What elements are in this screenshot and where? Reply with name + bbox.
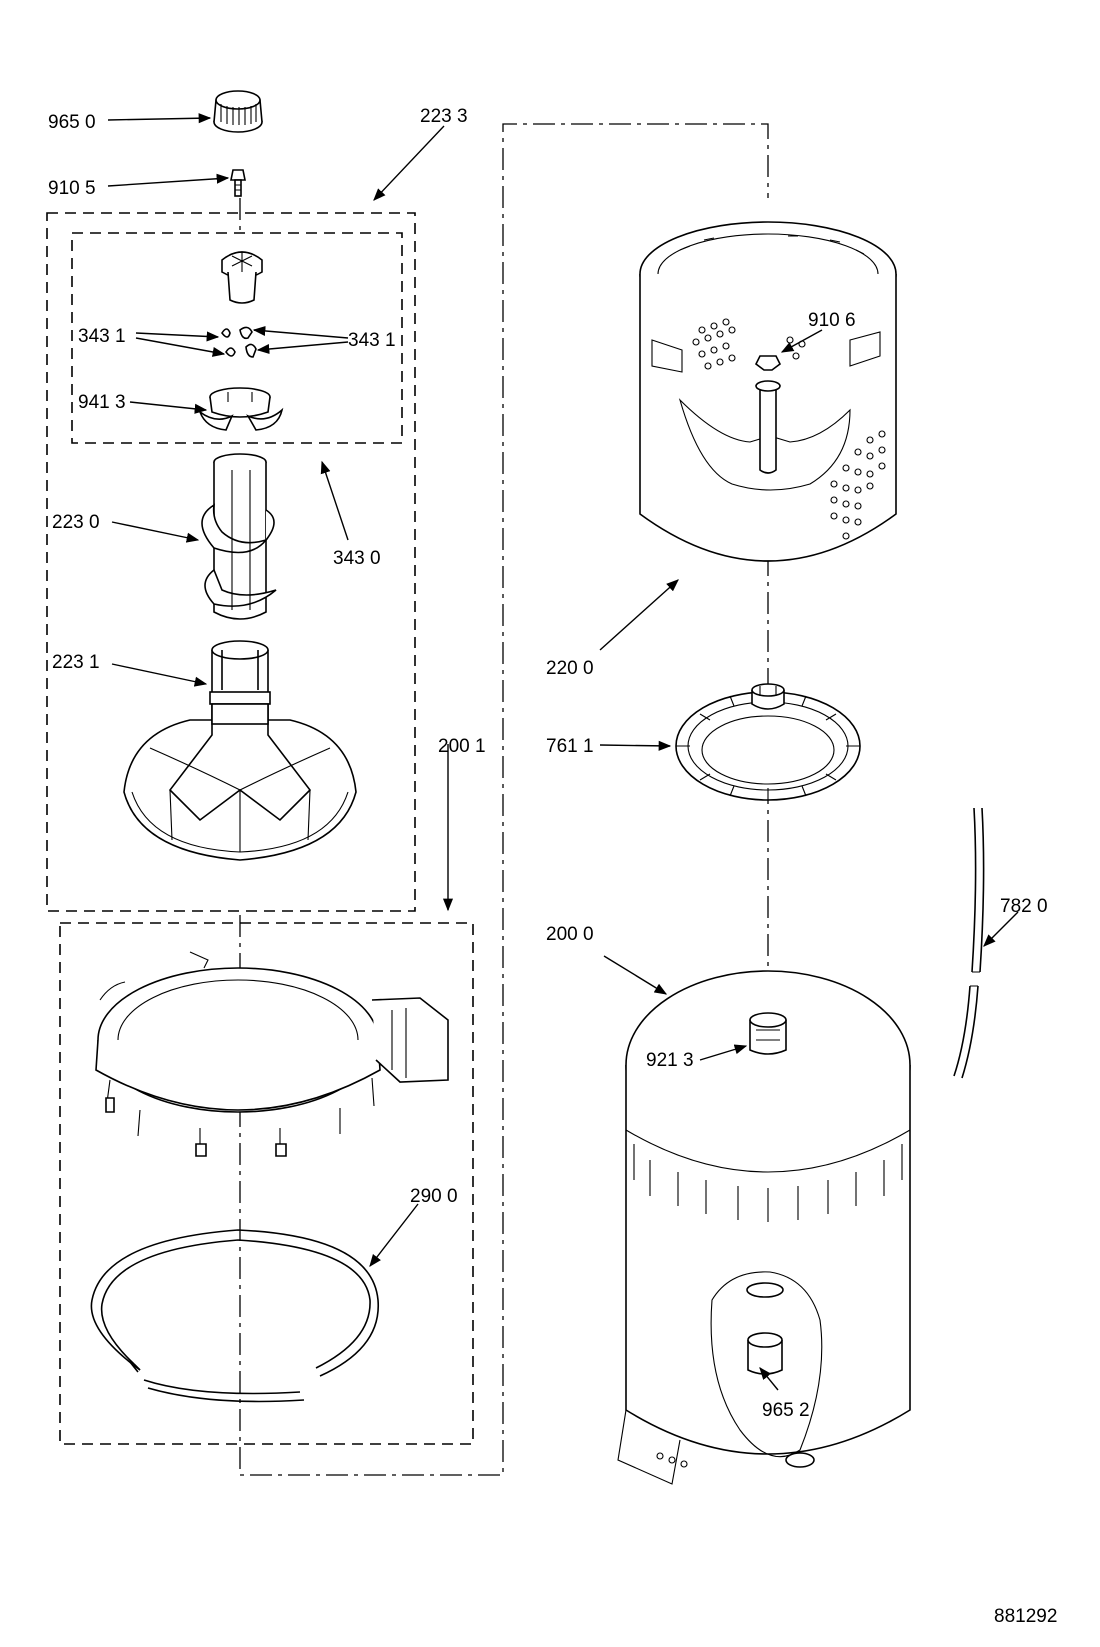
part-cam: [198, 387, 284, 431]
leader-2230: [111, 521, 200, 543]
callout-200-0: 200 0: [546, 924, 594, 945]
part-dogs-clips: [221, 326, 257, 358]
leader-3431a-2: [135, 337, 226, 357]
leader-2233: [373, 125, 445, 201]
leader-2231: [111, 663, 208, 687]
assembly-box-200-1: [59, 922, 474, 1445]
part-outer-tub: [617, 970, 911, 1485]
callout-921-3: 921 3: [646, 1050, 694, 1071]
leader-2900: [369, 1203, 419, 1267]
leader-2200: [599, 579, 679, 651]
assembly-box-343-0: [71, 232, 403, 444]
leader-3431b-1: [252, 325, 349, 339]
callout-223-3: 223 3: [420, 106, 468, 127]
leader-9105: [107, 173, 230, 187]
part-seal-ring: [90, 1229, 379, 1403]
leader-7611: [599, 740, 672, 751]
part-hose: [953, 807, 985, 1079]
callout-761-1: 761 1: [546, 736, 594, 757]
part-basket: [639, 221, 897, 562]
callout-965-0: 965 0: [48, 112, 96, 133]
leader-3430: [320, 460, 349, 541]
assembly-box-223-3: [46, 212, 416, 912]
leader-9106: [780, 329, 823, 353]
callout-343-0: 343 0: [333, 548, 381, 569]
callout-965-2: 965 2: [762, 1400, 810, 1421]
callout-343-1-right: 343 1: [348, 330, 396, 351]
callout-223-0: 223 0: [52, 512, 100, 533]
callout-910-5: 910 5: [48, 178, 96, 199]
part-agitator-base: [123, 640, 357, 861]
drawing-number: 881292: [994, 1606, 1057, 1627]
leader-9652: [759, 1367, 779, 1391]
leader-3431b-2: [256, 341, 349, 355]
leader-9650: [107, 113, 212, 124]
part-dogs-cap: [221, 251, 263, 304]
callout-343-1-left: 343 1: [78, 326, 126, 347]
centerline-left-lower: [239, 123, 769, 1476]
callout-200-1: 200 1: [438, 736, 486, 757]
part-tub-ring: [95, 951, 449, 1157]
callout-782-0: 782 0: [1000, 896, 1048, 917]
basket-holes-lower: [830, 430, 886, 540]
leader-3431a-1: [135, 331, 220, 342]
basket-holes-upper: [692, 318, 806, 370]
leader-2000: [603, 955, 668, 995]
callout-223-1: 223 1: [52, 652, 100, 673]
leader-7820: [983, 911, 1019, 947]
part-auger: [201, 453, 277, 620]
part-bolt: [230, 169, 246, 197]
leader-9213: [699, 1044, 748, 1061]
callout-220-0: 220 0: [546, 658, 594, 679]
part-hub-gear: [675, 683, 861, 801]
callout-290-0: 290 0: [410, 1186, 458, 1207]
callout-941-3: 941 3: [78, 392, 126, 413]
part-knob-cap: [213, 90, 263, 133]
callout-910-6: 910 6: [808, 310, 856, 331]
leader-9413: [129, 401, 208, 414]
